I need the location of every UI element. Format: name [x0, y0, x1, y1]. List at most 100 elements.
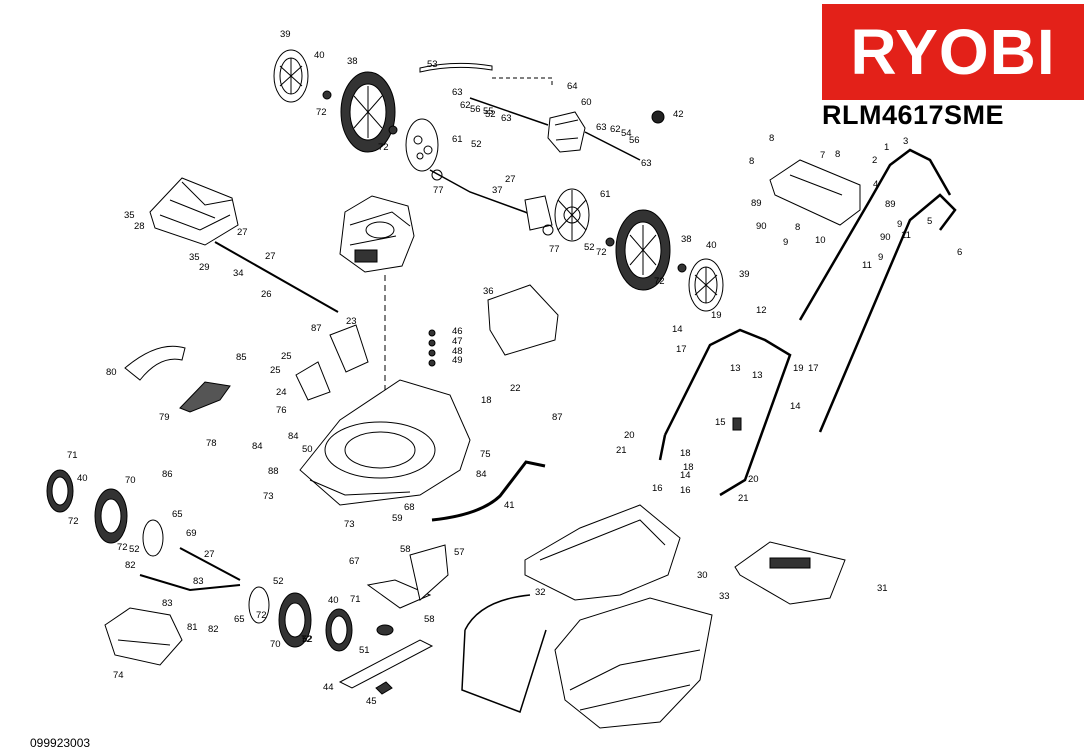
blade-guard	[409, 544, 449, 601]
washer	[388, 125, 398, 135]
gearbox	[469, 97, 641, 161]
part-callout-74: 74	[113, 670, 124, 681]
part-callout-2: 2	[872, 155, 877, 166]
part-callout-52: 52	[129, 544, 140, 555]
front-cover-handle	[124, 345, 186, 381]
part-callout-82: 82	[125, 560, 136, 571]
part-callout-69: 69	[186, 528, 197, 539]
part-callout-63: 63	[596, 122, 607, 133]
control-box-detail	[789, 174, 843, 196]
part-callout-61: 61	[452, 134, 463, 145]
drive-belt	[419, 62, 493, 73]
part-callout-52: 52	[471, 139, 482, 150]
part-callout-64: 64	[567, 81, 578, 92]
part-callout-39: 39	[739, 269, 750, 280]
rear-flap	[149, 177, 239, 246]
part-callout-70: 70	[270, 639, 281, 650]
part-callout-49: 49	[452, 355, 463, 366]
part-callout-89: 89	[751, 198, 762, 209]
part-callout-76: 76	[276, 405, 287, 416]
guide-line	[492, 77, 553, 88]
grass-bag-top	[524, 504, 681, 601]
mower-deck	[299, 379, 471, 506]
brand-logo-text: RYOBI	[850, 16, 1056, 88]
part-callout-56: 56	[629, 135, 640, 146]
upper-handle-right	[818, 193, 957, 433]
grass-bag-frame	[461, 594, 547, 713]
part-callout-5: 5	[927, 216, 932, 227]
part-callout-8: 8	[769, 133, 774, 144]
part-callout-22: 22	[510, 383, 521, 394]
part-callout-26: 26	[261, 289, 272, 300]
part-callout-45: 45	[366, 696, 377, 707]
part-callout-9: 9	[897, 219, 902, 230]
part-callout-77: 77	[549, 244, 560, 255]
part-callout-16: 16	[680, 485, 691, 496]
part-callout-81: 81	[187, 622, 198, 633]
part-callout-21: 21	[738, 493, 749, 504]
front-axle	[179, 547, 241, 581]
rear-wheel-hubcap-left	[273, 49, 309, 103]
washer	[605, 237, 615, 247]
part-callout-27: 27	[204, 549, 215, 560]
part-callout-42: 42	[673, 109, 684, 120]
part-callout-27: 27	[237, 227, 248, 238]
part-callout-17: 17	[676, 344, 687, 355]
part-callout-27: 27	[505, 174, 516, 185]
part-callout-65: 65	[234, 614, 245, 625]
brand-logo: RYOBI	[822, 4, 1084, 100]
part-callout-90: 90	[880, 232, 891, 243]
part-callout-38: 38	[347, 56, 358, 67]
upper-handle-left	[798, 148, 952, 321]
part-callout-25: 25	[270, 365, 281, 376]
bearing	[542, 224, 554, 236]
washer	[322, 90, 332, 100]
part-callout-21: 21	[616, 445, 627, 456]
hardware-group	[428, 329, 436, 367]
part-callout-40: 40	[328, 595, 339, 606]
part-callout-14: 14	[680, 470, 691, 481]
knob	[651, 110, 665, 124]
part-callout-56: 56	[470, 104, 481, 115]
part-callout-40: 40	[77, 473, 88, 484]
engine	[339, 195, 415, 273]
part-callout-3: 3	[903, 136, 908, 147]
part-callout-44: 44	[323, 682, 334, 693]
part-callout-72: 72	[378, 142, 389, 153]
lower-handle	[663, 328, 792, 497]
mulch-plug	[487, 284, 559, 356]
height-adjuster-plate	[295, 361, 331, 401]
part-callout-68: 68	[404, 502, 415, 513]
part-callout-8: 8	[835, 149, 840, 160]
front-wheel-left	[94, 488, 128, 544]
part-callout-61: 61	[600, 189, 611, 200]
part-callout-20: 20	[624, 430, 635, 441]
part-callout-82: 82	[208, 624, 219, 635]
part-callout-33: 33	[719, 591, 730, 602]
part-callout-78: 78	[206, 438, 217, 449]
part-callout-52: 52	[485, 109, 496, 120]
part-callout-67: 67	[349, 556, 360, 567]
part-callout-27: 27	[265, 251, 276, 262]
part-callout-1: 1	[884, 142, 889, 153]
mulch-plate-slot	[769, 557, 811, 569]
part-callout-52: 52	[584, 242, 595, 253]
part-callout-52: 52	[302, 634, 313, 645]
part-callout-63: 63	[452, 87, 463, 98]
part-callout-28: 28	[134, 221, 145, 232]
part-callout-12: 12	[756, 305, 767, 316]
front-cover	[179, 381, 231, 413]
part-callout-18: 18	[683, 462, 694, 473]
part-callout-14: 14	[790, 401, 801, 412]
part-callout-34: 34	[233, 268, 244, 279]
blade-adapter	[366, 579, 432, 636]
part-callout-63: 63	[501, 113, 512, 124]
part-callout-9: 9	[878, 252, 883, 263]
part-callout-71: 71	[67, 450, 78, 461]
control-box	[769, 159, 861, 226]
rear-wheel-left	[340, 71, 396, 153]
part-callout-84: 84	[476, 469, 487, 480]
height-adjuster-bracket	[329, 324, 369, 373]
part-callout-90: 90	[756, 221, 767, 232]
